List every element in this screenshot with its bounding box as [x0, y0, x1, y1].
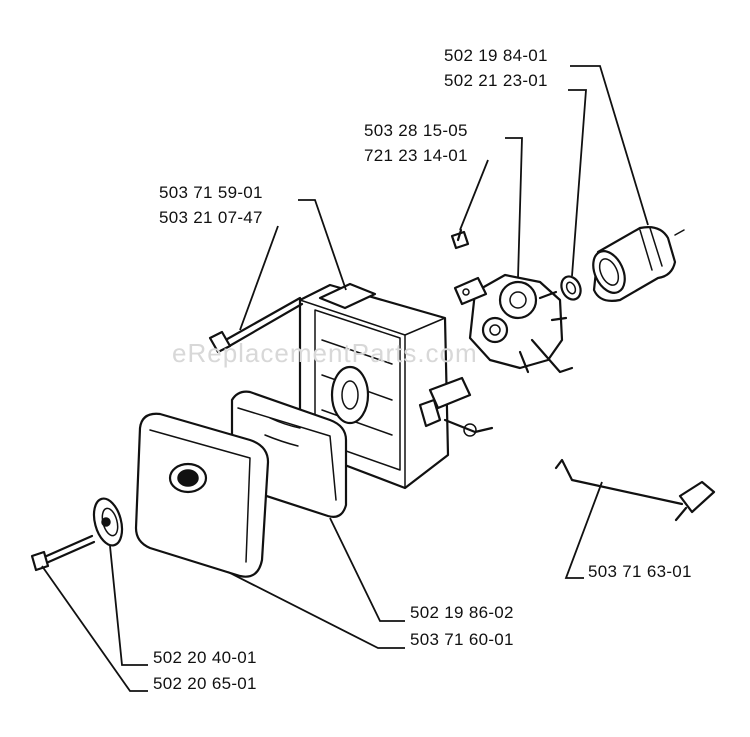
- choke-rod: [554, 458, 716, 522]
- screw: [30, 534, 96, 572]
- knob: [92, 497, 124, 547]
- holder-bolt: [208, 296, 304, 354]
- intake-boot: [592, 226, 685, 302]
- label-502-19-84-01: 502 19 84-01: [444, 46, 548, 65]
- leader-lines: [41, 65, 649, 692]
- watermark-text: eReplacementParts.com: [172, 338, 478, 368]
- label-503-71-60-01: 503 71 60-01: [410, 630, 514, 649]
- label-503-28-15-05: 503 28 15-05: [364, 121, 468, 140]
- filter-cover: [134, 412, 270, 578]
- carburetor: [453, 273, 574, 374]
- label-502-19-86-02: 502 19 86-02: [410, 603, 514, 622]
- label-502-21-23-01: 502 21 23-01: [444, 71, 548, 90]
- gasket-ring: [560, 275, 582, 301]
- label-502-20-65-01: 502 20 65-01: [153, 674, 257, 693]
- label-721-23-14-01: 721 23 14-01: [364, 146, 468, 165]
- label-502-20-40-01: 502 20 40-01: [153, 648, 257, 667]
- label-503-21-07-47: 503 21 07-47: [159, 208, 263, 227]
- label-503-71-59-01: 503 71 59-01: [159, 183, 263, 202]
- carb-screw: [450, 228, 470, 250]
- label-503-71-63-01: 503 71 63-01: [588, 562, 692, 581]
